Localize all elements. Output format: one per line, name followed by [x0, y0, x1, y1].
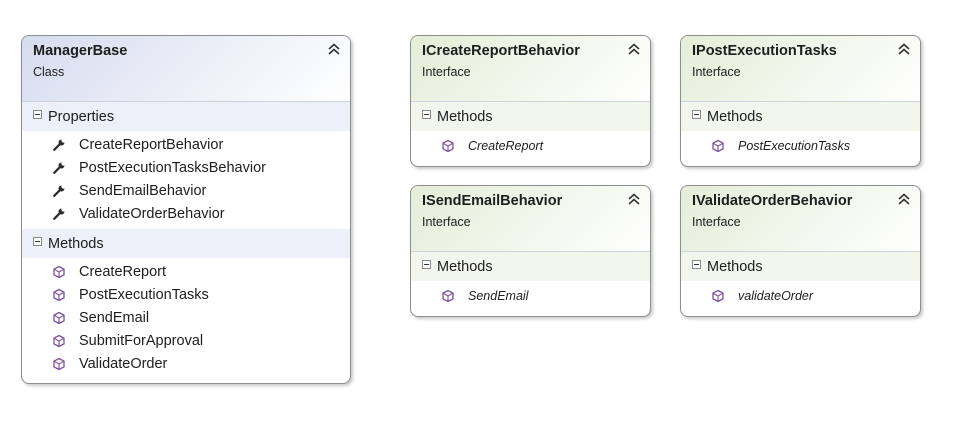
method-item[interactable]: ValidateOrder	[22, 352, 350, 375]
interface-shape-ivalidateorderbehavior[interactable]: IValidateOrderBehavior Interface Methods…	[680, 185, 921, 317]
properties-list: CreateReportBehavior PostExecutionTasksB…	[22, 131, 350, 229]
method-cube-icon	[53, 357, 65, 371]
method-item[interactable]: PostExecutionTasks	[22, 283, 350, 306]
method-item[interactable]: SendEmail	[22, 306, 350, 329]
method-item[interactable]: SendEmail	[411, 283, 650, 309]
interface-stereotype: Interface	[422, 215, 471, 229]
interface-name: ISendEmailBehavior	[422, 193, 563, 209]
property-item[interactable]: ValidateOrderBehavior	[22, 202, 350, 225]
collapse-minus-icon[interactable]	[33, 237, 42, 246]
compartment-header-methods[interactable]: Methods	[411, 252, 650, 281]
collapse-minus-icon[interactable]	[422, 260, 431, 269]
collapse-chevron-icon[interactable]	[627, 42, 641, 56]
methods-list: validateOrder	[681, 281, 920, 313]
compartment-header-methods[interactable]: Methods	[681, 252, 920, 281]
compartment-header-properties[interactable]: Properties	[22, 102, 350, 131]
member-label: CreateReport	[468, 139, 544, 153]
shape-header: ManagerBase Class	[22, 36, 350, 102]
class-name: ManagerBase	[33, 43, 128, 59]
interface-name: IPostExecutionTasks	[692, 43, 837, 59]
compartment-header-methods[interactable]: Methods	[22, 229, 350, 258]
interface-shape-isendemailbehavior[interactable]: ISendEmailBehavior Interface Methods Sen…	[410, 185, 651, 317]
collapse-minus-icon[interactable]	[422, 110, 431, 119]
method-cube-icon	[53, 334, 65, 348]
methods-list: SendEmail	[411, 281, 650, 313]
method-cube-icon	[712, 289, 724, 303]
class-stereotype: Class	[33, 65, 65, 79]
method-cube-icon	[53, 311, 65, 325]
shape-header: IPostExecutionTasks Interface	[681, 36, 920, 102]
method-item[interactable]: CreateReport	[22, 260, 350, 283]
property-item[interactable]: CreateReportBehavior	[22, 133, 350, 156]
wrench-icon	[53, 208, 65, 220]
methods-list: PostExecutionTasks	[681, 131, 920, 163]
collapse-chevron-icon[interactable]	[897, 192, 911, 206]
collapse-minus-icon[interactable]	[692, 110, 701, 119]
compartment-title: Methods	[707, 258, 763, 275]
member-label: PostExecutionTasks	[738, 139, 851, 153]
property-item[interactable]: SendEmailBehavior	[22, 179, 350, 202]
wrench-icon	[53, 185, 65, 197]
compartment-header-methods[interactable]: Methods	[681, 102, 920, 131]
compartment-title: Methods	[437, 108, 493, 125]
member-label: CreateReportBehavior	[79, 136, 224, 153]
wrench-icon	[53, 139, 65, 151]
compartment-title: Methods	[707, 108, 763, 125]
collapse-chevron-icon[interactable]	[897, 42, 911, 56]
method-cube-icon	[442, 139, 454, 153]
collapse-chevron-icon[interactable]	[327, 42, 341, 56]
compartment-title: Methods	[48, 235, 104, 252]
member-label: SendEmail	[79, 309, 150, 326]
interface-stereotype: Interface	[422, 65, 471, 79]
interface-shape-ipostexecutiontasks[interactable]: IPostExecutionTasks Interface Methods Po…	[680, 35, 921, 167]
method-item[interactable]: validateOrder	[681, 283, 920, 309]
shape-header: IValidateOrderBehavior Interface	[681, 186, 920, 252]
method-cube-icon	[53, 265, 65, 279]
collapse-minus-icon[interactable]	[33, 110, 42, 119]
member-label: ValidateOrderBehavior	[79, 205, 225, 222]
method-item[interactable]: CreateReport	[411, 133, 650, 159]
interface-name: ICreateReportBehavior	[422, 43, 580, 59]
shape-header: ICreateReportBehavior Interface	[411, 36, 650, 102]
member-label: ValidateOrder	[79, 355, 168, 372]
methods-list: CreateReport	[411, 131, 650, 163]
property-item[interactable]: PostExecutionTasksBehavior	[22, 156, 350, 179]
method-cube-icon	[712, 139, 724, 153]
method-item[interactable]: SubmitForApproval	[22, 329, 350, 352]
interface-shape-icreatereportbehavior[interactable]: ICreateReportBehavior Interface Methods …	[410, 35, 651, 167]
member-label: SendEmail	[468, 289, 529, 303]
member-label: PostExecutionTasks	[79, 286, 209, 303]
member-label: validateOrder	[738, 289, 814, 303]
interface-stereotype: Interface	[692, 215, 741, 229]
member-label: SubmitForApproval	[79, 332, 204, 349]
compartment-header-methods[interactable]: Methods	[411, 102, 650, 131]
compartment-title: Properties	[48, 108, 115, 125]
member-label: PostExecutionTasksBehavior	[79, 159, 266, 176]
collapse-minus-icon[interactable]	[692, 260, 701, 269]
interface-name: IValidateOrderBehavior	[692, 193, 853, 209]
shape-header: ISendEmailBehavior Interface	[411, 186, 650, 252]
class-shape-managerbase[interactable]: ManagerBase Class Properties CreateRepor…	[21, 35, 351, 384]
method-cube-icon	[53, 288, 65, 302]
collapse-chevron-icon[interactable]	[627, 192, 641, 206]
method-item[interactable]: PostExecutionTasks	[681, 133, 920, 159]
member-label: CreateReport	[79, 263, 167, 280]
interface-stereotype: Interface	[692, 65, 741, 79]
member-label: SendEmailBehavior	[79, 182, 207, 199]
wrench-icon	[53, 162, 65, 174]
method-cube-icon	[442, 289, 454, 303]
methods-list: CreateReport PostExecutionTasks SendEmai…	[22, 258, 350, 379]
compartment-title: Methods	[437, 258, 493, 275]
